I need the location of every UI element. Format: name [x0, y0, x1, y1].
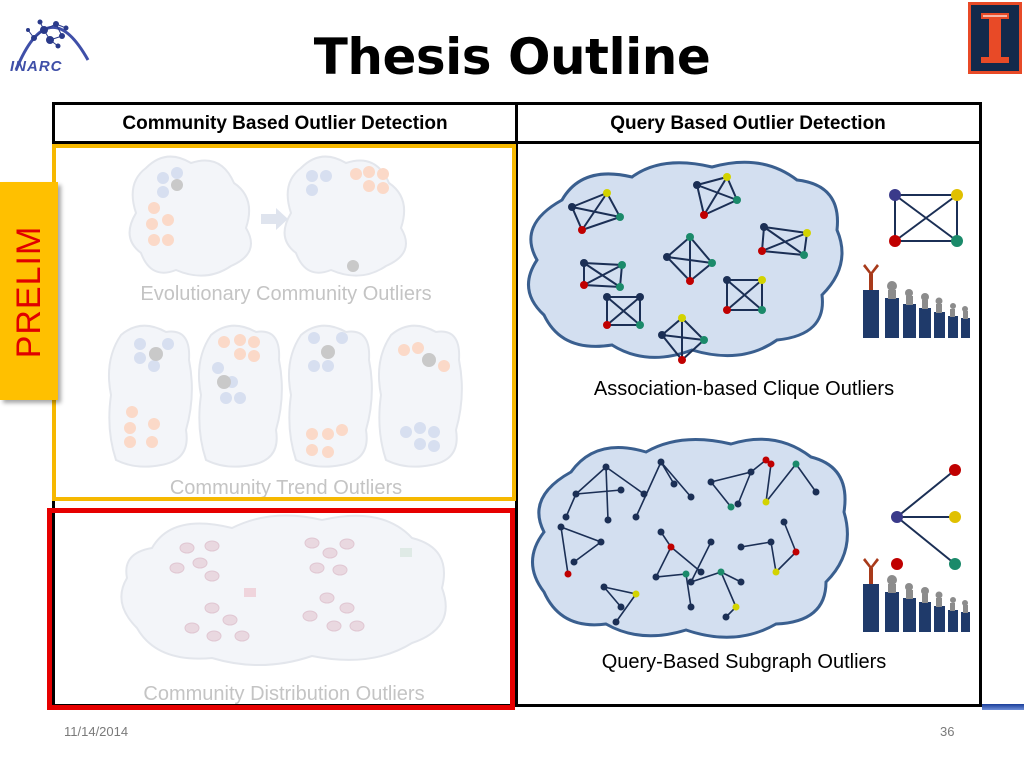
prelim-label: PRELIM — [10, 225, 48, 359]
logo-text: INARC — [10, 58, 63, 75]
ranked-users-icon-2 — [863, 558, 970, 632]
footer-page-number: 36 — [940, 724, 955, 739]
distribution-highlight-box — [47, 508, 515, 710]
community-distribution-outliers-label: Community Distribution Outliers — [143, 683, 425, 705]
university-logo-icon — [968, 2, 1022, 74]
association-based-clique-outliers-label: Association-based Clique Outliers — [593, 378, 895, 400]
subgraph-network-cloud — [531, 437, 849, 639]
footer-accent-bar — [982, 704, 1024, 710]
header-divider — [52, 141, 982, 144]
column-divider — [515, 102, 518, 707]
ranked-users-icon — [863, 264, 970, 338]
footer-date: 11/14/2014 — [64, 724, 129, 739]
query-based-subgraph-outliers-label: Query-Based Subgraph Outliers — [601, 651, 887, 673]
community-trend-illustration — [108, 324, 463, 468]
prelim-tab — [0, 182, 58, 400]
clique-network-cloud — [527, 160, 844, 364]
evolutionary-community-illustration — [128, 155, 407, 277]
inarc-logo-icon — [14, 19, 90, 71]
right-column-header: Query Based Outlier Detection — [610, 113, 886, 134]
subgraph-query-icon — [891, 464, 961, 570]
community-trend-outliers-label: Community Trend Outliers — [169, 477, 403, 499]
prelim-highlight-box — [52, 144, 516, 501]
community-distribution-illustration — [120, 514, 447, 667]
clique-query-icon — [889, 189, 963, 247]
slide-title: Thesis Outline — [313, 28, 711, 86]
evolutionary-community-outliers-label: Evolutionary Community Outliers — [140, 283, 432, 305]
left-column-header: Community Based Outlier Detection — [122, 113, 448, 134]
